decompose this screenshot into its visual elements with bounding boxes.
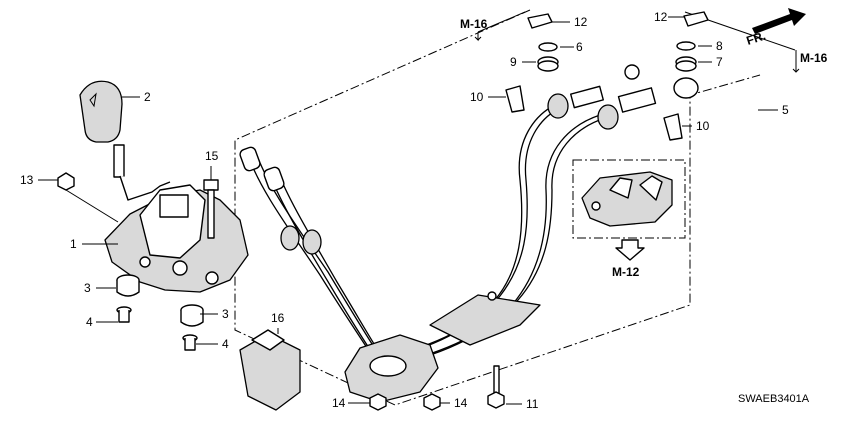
- boot-top: [251, 329, 285, 351]
- ref-m16-right: M-16: [800, 51, 828, 65]
- callout-7: 7: [716, 55, 723, 69]
- shift-lever-assembly: [104, 175, 249, 293]
- ref-m12: M-12: [612, 265, 640, 279]
- collar-4-left: [116, 306, 132, 323]
- washer-6: [538, 42, 558, 52]
- callout-4-left: 4: [86, 315, 93, 329]
- clip-12-left: [527, 13, 553, 29]
- cable-end-left: [239, 146, 322, 255]
- callout-5: 5: [782, 103, 789, 117]
- collar-4-right: [182, 334, 198, 351]
- callout-6: 6: [576, 40, 583, 54]
- bushing-3-right: [180, 304, 204, 327]
- callout-12-right: 12: [654, 10, 668, 24]
- callout-8: 8: [716, 39, 723, 53]
- m16-right-arrow-icon: [792, 50, 800, 73]
- ref-m16-left: M-16: [460, 17, 488, 31]
- shift-knob: [79, 80, 125, 178]
- leader-lines: [38, 16, 778, 405]
- nut-14-left: [369, 393, 387, 411]
- callout-10-right: 10: [696, 119, 710, 133]
- callout-3-right: 3: [222, 307, 229, 321]
- washer-8: [676, 41, 696, 51]
- bushing-3-left: [116, 274, 140, 297]
- callout-14-right: 14: [454, 396, 468, 410]
- bushing-9: [537, 56, 559, 72]
- shift-cables: [247, 104, 606, 369]
- callout-10-left: 10: [470, 90, 484, 104]
- callout-15: 15: [205, 149, 219, 163]
- front-arrow-icon: [752, 8, 806, 34]
- callout-16: 16: [271, 311, 285, 325]
- front-direction-label: FR.: [745, 29, 768, 48]
- diagram-code: SWAEB3401A: [738, 393, 810, 405]
- clip-12-right: [683, 11, 709, 27]
- m16-left-arrow-icon: [474, 32, 482, 42]
- cable-bracket: [429, 294, 541, 346]
- m12-bracket-icon: [581, 171, 673, 227]
- grommet-seal: [369, 355, 407, 377]
- m12-detail-box: [572, 159, 686, 239]
- nut-14-right: [423, 393, 441, 411]
- bushing-7: [675, 56, 697, 72]
- m16-left-leader: [477, 11, 526, 33]
- callout-13: 13: [20, 173, 34, 187]
- clip-10-right: [663, 113, 683, 141]
- clip-10-left: [505, 85, 525, 113]
- callout-11: 11: [526, 397, 539, 411]
- cable-end-right: [547, 64, 699, 130]
- callout-9: 9: [510, 55, 517, 69]
- callout-14-left: 14: [332, 396, 346, 410]
- callout-4-right: 4: [222, 337, 229, 351]
- bolt-11: [487, 365, 505, 409]
- callout-2: 2: [144, 90, 151, 104]
- down-arrow-icon: [615, 239, 645, 261]
- nut-13: [57, 172, 75, 191]
- callout-12-left: 12: [574, 15, 588, 29]
- callout-3-left: 3: [84, 281, 91, 295]
- callout-1: 1: [70, 237, 77, 251]
